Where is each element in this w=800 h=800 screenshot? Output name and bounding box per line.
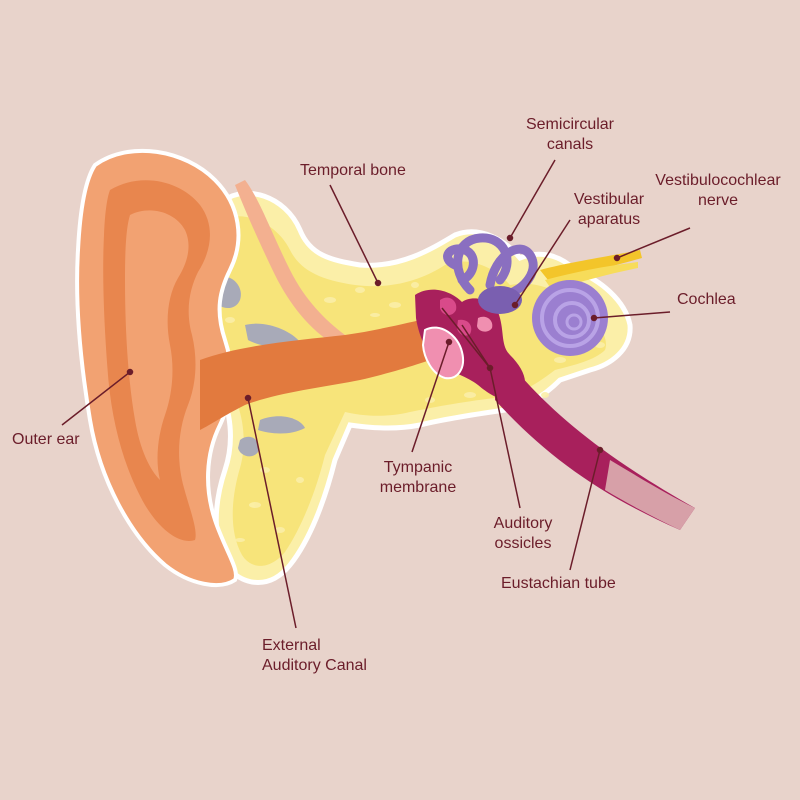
middle-ear-cavity [415,289,526,401]
label-tympanic-membrane-line2: membrane [379,479,457,496]
label-temporal-bone-line1: Temporal bone [300,162,406,179]
label-eustachian-tube: Eustachian tube [501,574,616,594]
label-external-auditory-canal: External Auditory Canal [262,636,367,676]
label-tympanic-membrane-line1: Tympanic [383,459,453,476]
label-vestibulocochlear-nerve-line2: nerve [697,192,739,209]
external-auditory-canal [200,318,445,430]
label-vestibular-apparatus: Vestibular aparatus [564,190,654,230]
label-auditory-ossicles-line2: ossicles [494,535,552,552]
label-eustachian-tube-line1: Eustachian tube [501,575,616,592]
label-vestibular-apparatus-line2: aparatus [577,211,641,228]
leader-lines [61,159,691,629]
label-outer-ear: Outer ear [12,430,80,450]
label-semicircular-canals-line2: canals [546,136,594,153]
outer-ear-inner [125,210,189,480]
label-auditory-ossicles: Auditory ossicles [478,514,568,554]
label-temporal-bone: Temporal bone [300,161,406,181]
label-external-auditory-canal-line2: Auditory Canal [262,657,367,674]
label-outer-ear-line1: Outer ear [12,431,80,448]
label-cochlea-line1: Cochlea [677,291,736,308]
label-cochlea: Cochlea [677,290,736,310]
tympanic-membrane-shape [421,326,464,380]
semicircular-canals-shape [443,233,538,300]
label-tympanic-membrane: Tympanic membrane [368,458,468,498]
label-semicircular-canals-line1: Semicircular [525,116,614,133]
label-auditory-ossicles-line1: Auditory [493,515,553,532]
label-vestibulocochlear-nerve: Vestibulocochlear nerve [643,171,793,211]
label-semicircular-canals: Semicircular canals [520,115,620,155]
label-external-auditory-canal-line1: External [262,637,321,654]
label-vestibular-apparatus-line1: Vestibular [573,191,645,208]
vestibular-apparatus-shape [478,286,522,314]
cochlea-shape [532,280,608,356]
label-vestibulocochlear-nerve-line1: Vestibulocochlear [655,172,781,189]
eustachian-tube-end [605,460,695,530]
skin-layer [235,180,345,345]
